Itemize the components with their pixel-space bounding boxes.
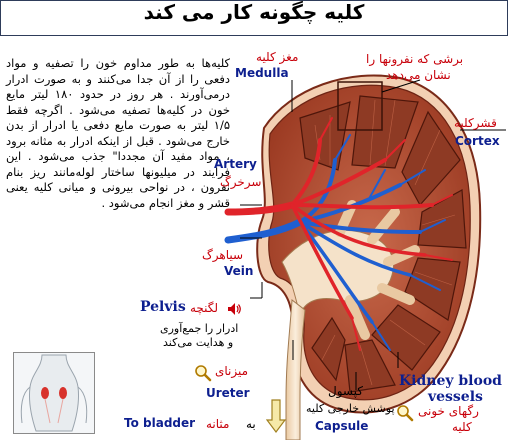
artery-label-en: Artery [214,157,257,171]
cortex-label-fa: قشرکلیه [454,116,497,130]
nephron-label-2: نشان می‌دهد [386,68,451,82]
title-bar [0,0,508,36]
nephron-label-1: برشی که نفرونها را [366,52,464,66]
artery-label-fa: سرخرگ [220,175,262,189]
pelvis-desc-1: ادرار را جمع‌آوری [160,322,239,335]
bladder-label-fa-1: به [246,417,256,431]
ureter-label-fa: میزنای [215,364,249,378]
medulla-label-fa: مغز کلیه [256,50,299,64]
vessels-label-fa-1: رگهای خونی [418,404,479,418]
leader-lines [240,79,506,390]
down-arrow-icon[interactable] [265,398,287,438]
ureter-label-en: Ureter [206,386,250,400]
pelvis-desc-2: و هدایت می‌کند [163,336,234,349]
capsule-label-fa-2: پوشش خارجی کلیه [306,402,395,415]
pelvis-label-en: Pelvis [140,299,186,315]
bladder-label-fa-2: مثانه [206,417,230,431]
vein-label-fa: سیاهرگ [202,248,244,262]
capsule-label-fa-1: کپسول [328,384,363,398]
medulla-label-en: Medulla [235,66,289,80]
vessels-label-en-2: vessels [428,389,483,405]
magnifier-icon-vessels[interactable] [396,404,414,426]
ureter [285,299,306,440]
body-figure-icon[interactable] [13,352,95,434]
speaker-icon[interactable] [226,301,242,321]
bladder-label-en: To bladder [124,416,196,430]
body-text: کلیه‌ها به طور مداوم خون را تصفیه و مواد… [6,56,230,210]
pelvis-label-fa: لگنچه [190,301,219,315]
vessels-label-fa-2: کلیه [452,420,472,434]
capsule-label-en: Capsule [315,419,369,433]
cortex-label-en: Cortex [455,134,500,148]
vessels-label-en-1: Kidney blood [399,373,502,389]
nephron-section-box [337,81,383,131]
magnifier-icon[interactable] [194,364,212,386]
artery-vessels [224,117,453,351]
vein-label-en: Vein [224,264,254,278]
page-title: کلیه چگونه کار می کند [143,0,365,24]
